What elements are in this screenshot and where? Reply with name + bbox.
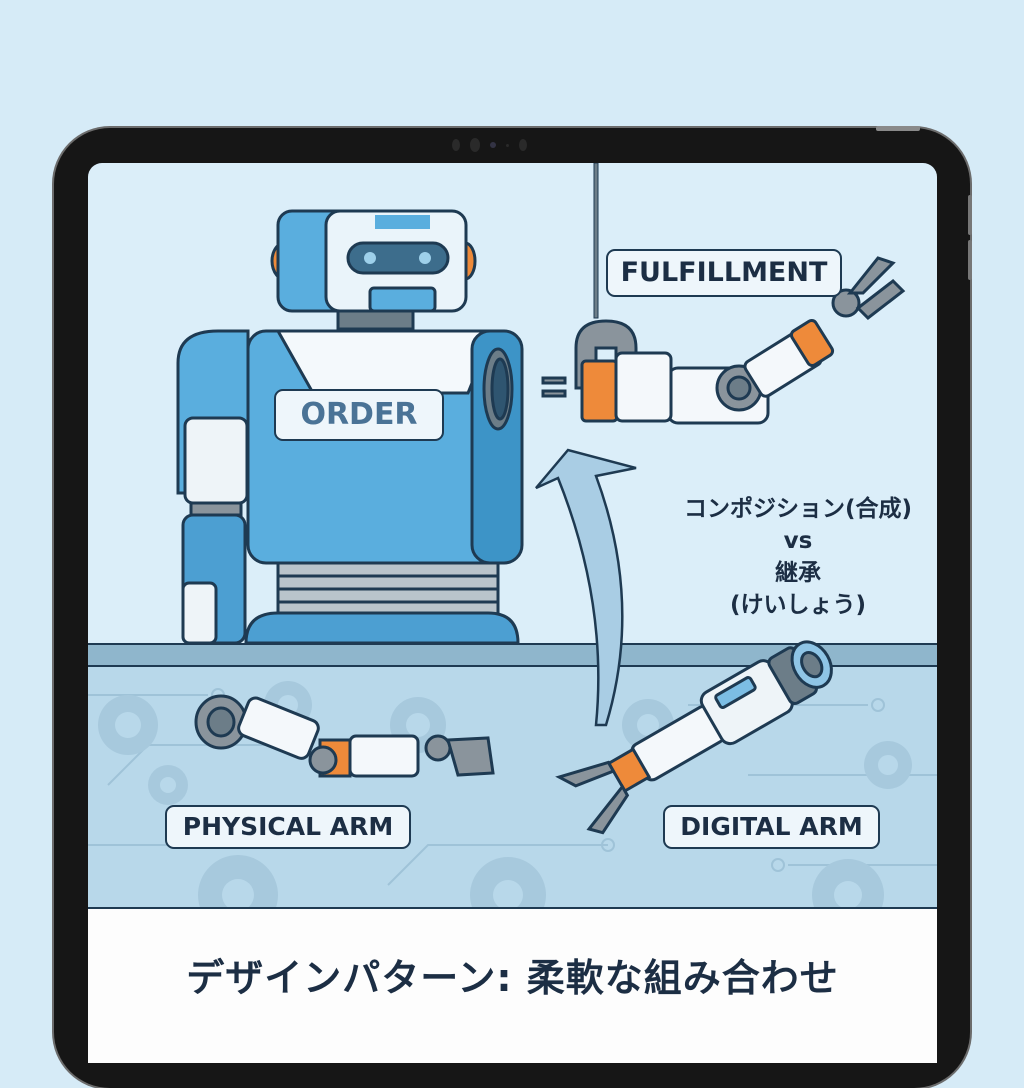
order-label: ORDER [274, 389, 444, 441]
physical-arm-label: PHYSICAL ARM [165, 805, 411, 849]
tablet-screen: ORDER FULFILLMENT コンポジション(合成) vs 継承 (けいし… [88, 163, 937, 1063]
volume-down-button [968, 240, 972, 280]
digital-arm-label: DIGITAL ARM [663, 805, 880, 849]
caption-panel: デザインパターン: 柔軟な組み合わせ [88, 907, 937, 1063]
curved-arrow-icon [535, 448, 637, 727]
cable-icon [593, 163, 599, 319]
gear-circuit-pattern [88, 681, 937, 907]
camera-array [452, 138, 527, 152]
physical-arm-icon [194, 694, 495, 778]
concept-line-1: コンポジション(合成) [683, 496, 913, 522]
volume-up-button [968, 195, 972, 235]
composition-vs-inheritance-text: コンポジション(合成) vs 継承 (けいしょう) [658, 493, 937, 621]
caption-title: デザインパターン: 柔軟な組み合わせ [186, 956, 839, 1000]
fulfillment-label: FULFILLMENT [606, 249, 842, 297]
robot-body-icon [176, 329, 524, 645]
power-button [876, 126, 920, 131]
digital-arm-icon [555, 640, 833, 835]
concept-line-3: 継承 [775, 560, 821, 586]
concept-line-4: (けいしょう) [729, 592, 867, 618]
fulfillment-arm-icon [541, 256, 906, 425]
concept-line-2: vs [783, 528, 813, 554]
robot-head-icon [270, 209, 477, 331]
